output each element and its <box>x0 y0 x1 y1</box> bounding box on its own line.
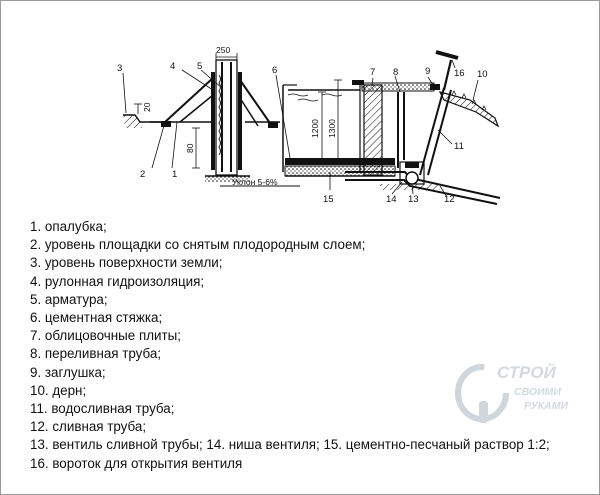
legend-item: 6. цементная стяжка; <box>30 310 163 326</box>
legend-item: 13. вентиль сливной трубы; 14. ниша вент… <box>30 437 550 453</box>
legend-item: 2. уровень площадки со снятым плодородны… <box>30 237 366 253</box>
legend-item: 1. опалубка; <box>30 219 107 234</box>
label-12: 12 <box>444 194 455 205</box>
legend-item: 9. заглушка; <box>30 364 106 380</box>
label-13: 13 <box>408 194 419 205</box>
label-2: 2 <box>140 169 145 180</box>
valve <box>405 171 419 185</box>
formwork-brace-right <box>239 79 273 127</box>
pool-side-wall <box>363 84 383 176</box>
callout-labels: 3 4 5 2 1 6 7 8 9 16 10 11 12 13 14 15 <box>117 61 488 205</box>
legend-item: 8. переливная труба; <box>30 346 162 362</box>
label-10: 10 <box>477 69 488 80</box>
ground-hatching <box>123 115 142 128</box>
legend-item: 10. дерн; <box>30 382 87 398</box>
dim-1200: 1200 <box>310 119 320 138</box>
formwork-board-right <box>238 72 242 170</box>
site-watermark: СТРОЙ СВОИМИ РУКАМИ <box>455 362 568 423</box>
label-6: 6 <box>272 65 277 76</box>
label-9: 9 <box>425 66 430 77</box>
slope-label: Уклон 5-6% <box>232 177 278 187</box>
wall-body <box>215 59 238 176</box>
label-4: 4 <box>170 61 175 72</box>
valve-key-handle <box>435 50 459 60</box>
label-5: 5 <box>197 61 202 72</box>
valve-key-rod <box>442 59 453 91</box>
watermark-line2: СВОИМИ <box>514 386 561 398</box>
label-3: 3 <box>117 63 122 74</box>
dimension-labels: 250 20 80 1200 1300 Уклон 5-6% <box>142 45 337 187</box>
drain-pipe <box>419 87 445 176</box>
label-11: 11 <box>454 141 464 152</box>
plug <box>430 84 440 90</box>
cement-screed <box>285 158 395 165</box>
watermark-brush-icon <box>479 401 488 423</box>
watermark-line3: РУКАМИ <box>524 400 568 412</box>
pool-bottom-detail <box>220 50 501 205</box>
label-16: 16 <box>454 68 465 79</box>
legend-item: 4. рулонная гидроизоляция; <box>30 273 205 289</box>
dim-20: 20 <box>142 102 152 112</box>
legend-list: 1. опалубка; 2. уровень площадки со сняты… <box>30 218 550 473</box>
formwork-brace-right-2 <box>239 97 259 127</box>
label-1: 1 <box>172 169 177 180</box>
legend-item: 12. сливная труба; <box>30 419 147 435</box>
dim-250: 250 <box>216 45 230 55</box>
legend-item: 7. облицовочные плиты; <box>30 328 181 344</box>
label-7: 7 <box>370 67 375 78</box>
sod-layer <box>438 91 500 128</box>
pool-construction-diagram: 3 4 5 2 1 6 7 8 9 16 10 11 12 13 14 15 2… <box>117 45 501 205</box>
label-15: 15 <box>323 194 334 205</box>
dim-1300: 1300 <box>327 119 337 138</box>
legend-item: 3. уровень поверхности земли; <box>30 255 223 271</box>
watermark-brand: СТРОЙ <box>497 362 557 382</box>
dim-80: 80 <box>185 143 195 153</box>
legend-item: 5. арматура; <box>30 291 108 307</box>
legend-item: 16. вороток для открытия вентиля <box>30 455 243 471</box>
formwork-brace-left <box>164 77 214 123</box>
legend-item: 11. водосливная труба; <box>30 401 175 417</box>
left-wall-detail <box>122 53 280 182</box>
formwork-brace-left-2 <box>179 94 214 123</box>
label-14: 14 <box>386 194 397 205</box>
formwork-board-left <box>211 72 215 170</box>
label-8: 8 <box>393 67 398 78</box>
